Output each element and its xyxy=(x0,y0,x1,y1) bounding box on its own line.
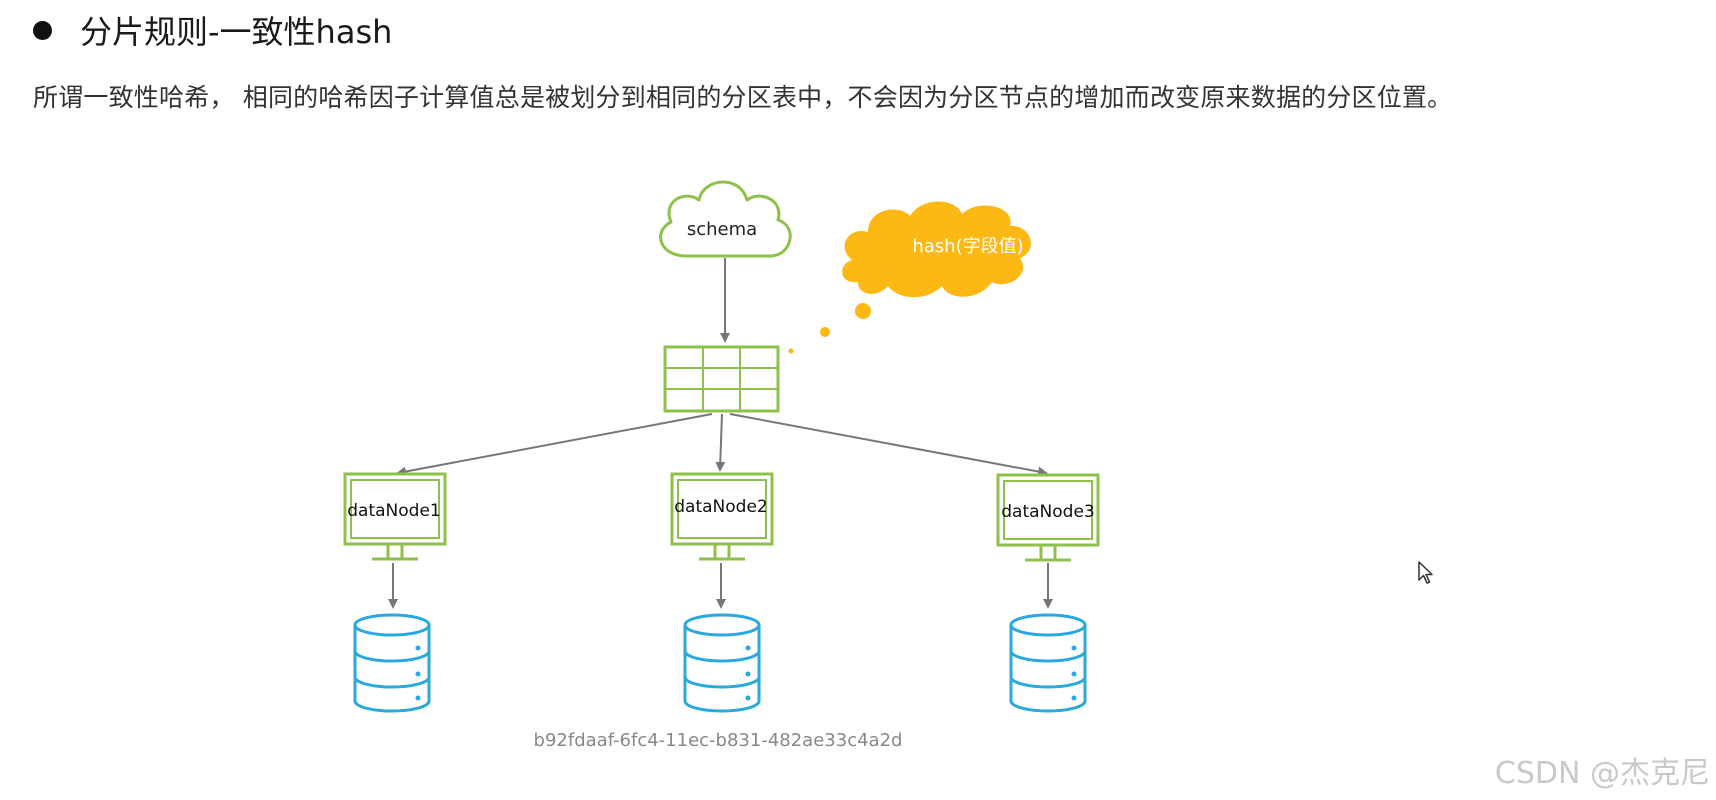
monitor-icon xyxy=(996,473,1100,562)
mouse-cursor-icon xyxy=(1418,561,1433,584)
database-icon xyxy=(1009,613,1087,713)
datanode-2-label: dataNode2 xyxy=(674,497,767,517)
schema-label: schema xyxy=(687,219,757,240)
thought-cloud-icon xyxy=(842,201,1031,298)
datanode-3-label: dataNode3 xyxy=(1001,502,1094,522)
cloud-icon xyxy=(659,180,792,258)
thought-dot-medium xyxy=(820,327,830,337)
datanode-2: dataNode2 xyxy=(670,472,774,561)
heading: 分片规则-一致性hash xyxy=(33,6,392,54)
arrow-table-to-node3 xyxy=(729,413,1048,477)
thought-dot-small xyxy=(788,348,794,354)
datanode-3: dataNode3 xyxy=(996,473,1100,562)
database-icon xyxy=(353,613,431,713)
heading-title: 分片规则-一致性hash xyxy=(80,13,393,51)
database-icon xyxy=(683,613,761,713)
datanode-1-label: dataNode1 xyxy=(347,501,440,521)
arrow-table-to-node1 xyxy=(396,413,713,477)
arrow-table-to-node2 xyxy=(715,413,726,472)
partition-table-icon xyxy=(663,345,780,413)
hash-label: hash(字段值) xyxy=(912,236,1023,257)
monitor-icon xyxy=(343,472,447,561)
watermark: CSDN @杰克尼 xyxy=(1494,756,1710,791)
datanode-1: dataNode1 xyxy=(343,472,447,561)
hash-cloud: hash(字段值) xyxy=(788,201,1031,354)
thought-dot-large xyxy=(855,303,871,319)
description-text: 所谓一致性哈希， 相同的哈希因子计算值总是被划分到相同的分区表中，不会因为分区节… xyxy=(33,83,1453,112)
monitor-icon xyxy=(670,472,774,561)
schema-cloud: schema xyxy=(659,180,792,258)
bullet-icon xyxy=(33,20,52,40)
uuid-text: b92fdaaf-6fc4-11ec-b831-482ae33c4a2d xyxy=(534,730,903,751)
